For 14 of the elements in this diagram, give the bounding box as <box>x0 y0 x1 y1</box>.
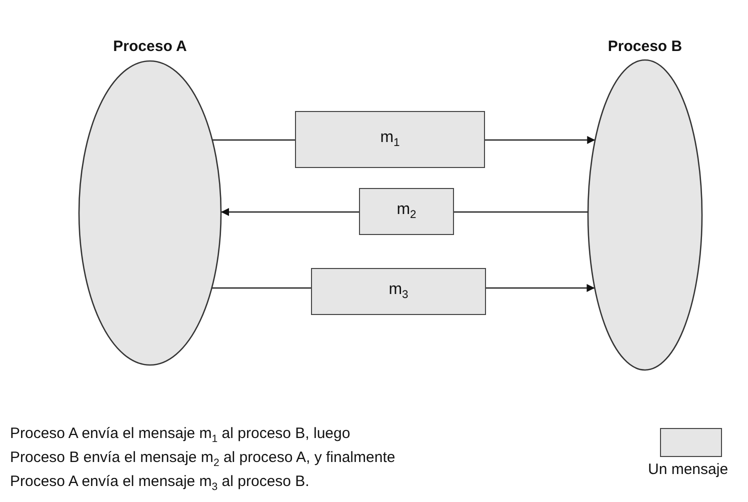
arrow <box>221 208 359 216</box>
legend-label: Un mensaje <box>648 461 728 478</box>
process-ellipse <box>586 38 704 372</box>
caption-line: Proceso A envía el mensaje m$_{1}$ al proceso B, luego <box>10 425 350 445</box>
process-title: Proceso B <box>606 38 684 55</box>
message-box: m$_{2}$ <box>359 188 454 235</box>
arrow <box>485 136 596 144</box>
message-box: m$_{3}$ <box>311 268 486 315</box>
arrow <box>486 284 595 292</box>
message-box: m$_{1}$ <box>295 111 485 168</box>
process-title: Proceso A <box>112 38 188 55</box>
caption-line: Proceso B envía el mensaje m$_{2}$ al proceso A, y finalmente <box>10 449 396 469</box>
process-ellipse <box>77 38 223 367</box>
caption-line: Proceso A envía el mensaje m$_{3}$ al proceso B. <box>10 473 310 493</box>
